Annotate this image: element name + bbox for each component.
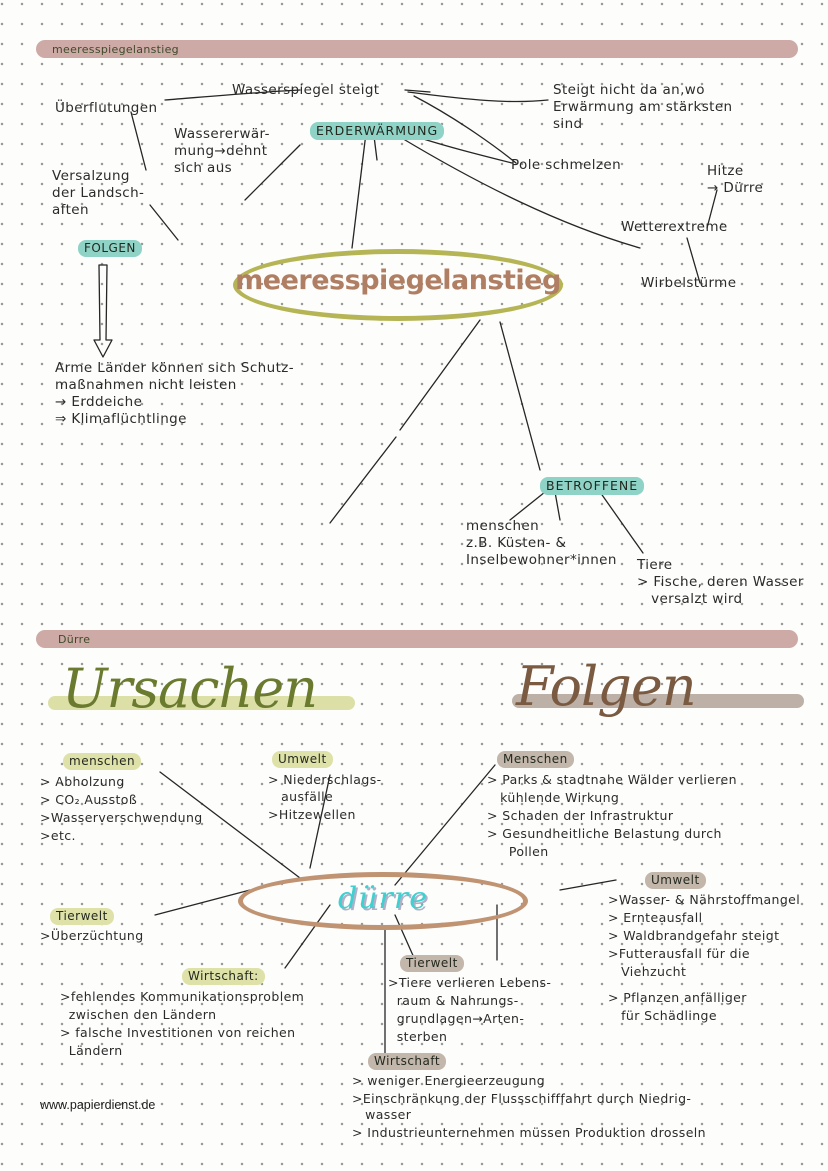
effect-umwelt-item-1: > Ernteausfall — [608, 910, 703, 925]
effect-menschen-item-2: > Schaden der Infrastruktur — [487, 808, 674, 823]
cause-wirtschaft-item-1: zwischen den Ländern — [60, 1007, 217, 1022]
tag-cause-tierwelt: Tierwelt — [50, 908, 114, 925]
effect-menschen-item-1: kühlende Wirkung — [487, 790, 620, 805]
cause-tierwelt-item-0: >Überzüchtung — [40, 928, 144, 943]
heading-underline-ursachen — [48, 696, 355, 710]
node-wassererwaermung: Wassererwär- mung→dehnt sich aus — [174, 126, 270, 176]
effect-umwelt-item-2: > Waldbrandgefahr steigt — [608, 928, 780, 943]
cause-umwelt-item-0: > Niederschlags- — [268, 772, 382, 787]
effect-menschen-item-4: Pollen — [487, 844, 549, 859]
tag-cause-wirtschaft: Wirtschaft: — [182, 968, 265, 985]
tag-effect-umwelt: Umwelt — [645, 872, 706, 889]
node-versalzung: Versalzung der Landsch- aften — [52, 168, 145, 218]
down-arrow — [93, 264, 113, 358]
effect-wirtschaft-item-3: > Industrieunternehmen müssen Produktion… — [352, 1125, 706, 1140]
tag-cause-umwelt: Umwelt — [272, 751, 333, 768]
heading-folgen: Folgen — [516, 655, 697, 718]
cause-menschen-item-0: > Abholzung — [40, 774, 125, 789]
effect-umwelt-item-3: >Futterausfall für die — [608, 946, 750, 961]
effect-umwelt-item-0: >Wasser- & Nährstoffmangel — [608, 892, 801, 907]
tag-erderwaermung: ERDERWÄRMUNG — [310, 122, 445, 140]
node-wasserspiegel-steigt: Wasserspiegel steigt — [232, 82, 380, 98]
cause-umwelt-item-2: >Hitzewellen — [268, 807, 356, 822]
node-arme-laender: Arme Länder können sich Schutz- maßnahme… — [55, 360, 295, 427]
footer-url: www.papierdienst.de — [40, 1098, 156, 1112]
heading-underline-folgen — [512, 694, 804, 708]
section-banner-meeresspiegel — [36, 40, 798, 58]
heading-ursachen: Ursachen — [62, 657, 318, 720]
tag-effect-tierwelt: Tierwelt — [400, 955, 464, 972]
cause-wirtschaft-item-0: >fehlendes Kommunikationsproblem — [60, 989, 305, 1004]
node-steigt-nicht: Steigt nicht da an,wo Erwärmung am stärk… — [553, 82, 733, 132]
section-banner-duerre — [36, 630, 798, 648]
cause-wirtschaft-item-2: > falsche Investitionen von reichen — [60, 1025, 296, 1040]
section-banner-label-meeresspiegel: meeresspiegelanstieg — [52, 43, 179, 56]
effect-menschen-item-3: > Gesundheitliche Belastung durch — [487, 826, 722, 841]
node-wetterextreme: Wetterextreme — [621, 219, 728, 235]
section-banner-label-duerre: Dürre — [58, 633, 91, 646]
effect-tierwelt-item-0: >Tiere verlieren Lebens- — [388, 975, 552, 990]
tag-effect-wirtschaft: Wirtschaft — [368, 1053, 447, 1070]
effect-wirtschaft-item-2: wasser — [352, 1107, 412, 1122]
tag-betroffene: BETROFFENE — [540, 477, 645, 495]
node-menschen-betroffene: menschen z.B. Küsten- & Inselbewohner*in… — [466, 518, 617, 568]
tag-effect-menschen: Menschen — [497, 751, 574, 768]
center-title-duerre: dürre — [338, 881, 428, 916]
tag-cause-menschen: menschen — [63, 753, 142, 770]
effect-tierwelt-item-2: grundlagen→Arten- — [388, 1011, 525, 1026]
effect-tierwelt-item-3: sterben — [388, 1029, 448, 1044]
center-oval-meeresspiegel — [233, 249, 563, 321]
effect-umwelt-item-5: > Pflanzen anfälliger — [608, 990, 747, 1005]
effect-menschen-item-0: > Parks & stadtnahe Wälder verlieren — [487, 772, 737, 787]
effect-wirtschaft-item-0: > weniger Energieerzeugung — [352, 1073, 546, 1088]
node-wirbelstuerme: Wirbelstürme — [641, 275, 737, 291]
effect-umwelt-item-4: Viehzucht — [608, 964, 687, 979]
node-ueberflutungen: Überflutungen — [55, 100, 158, 116]
cause-menschen-item-3: >etc. — [40, 828, 76, 843]
cause-menschen-item-1: > CO₂ Ausstoß — [40, 792, 138, 807]
center-title-meeresspiegel: meeresspiegelanstieg — [235, 265, 561, 296]
effect-wirtschaft-item-1: >Einschränkung der Flussschifffahrt durc… — [352, 1091, 692, 1106]
effect-umwelt-item-6: für Schädlinge — [608, 1008, 717, 1023]
center-oval-duerre — [238, 872, 528, 930]
effect-tierwelt-item-1: raum & Nahrungs- — [388, 993, 519, 1008]
cause-umwelt-item-1: ausfälle — [268, 789, 334, 804]
tag-folgen: FOLGEN — [78, 240, 142, 257]
node-hitze-duerre: Hitze → Dürre — [707, 163, 764, 196]
node-pole-schmelzen: Pole schmelzen — [511, 157, 622, 173]
cause-wirtschaft-item-3: Ländern — [60, 1043, 123, 1058]
cause-menschen-item-2: >Wasserverschwendung — [40, 810, 203, 825]
node-tiere-betroffene: Tiere > Fische, deren Wasser versalzt wi… — [637, 557, 804, 607]
